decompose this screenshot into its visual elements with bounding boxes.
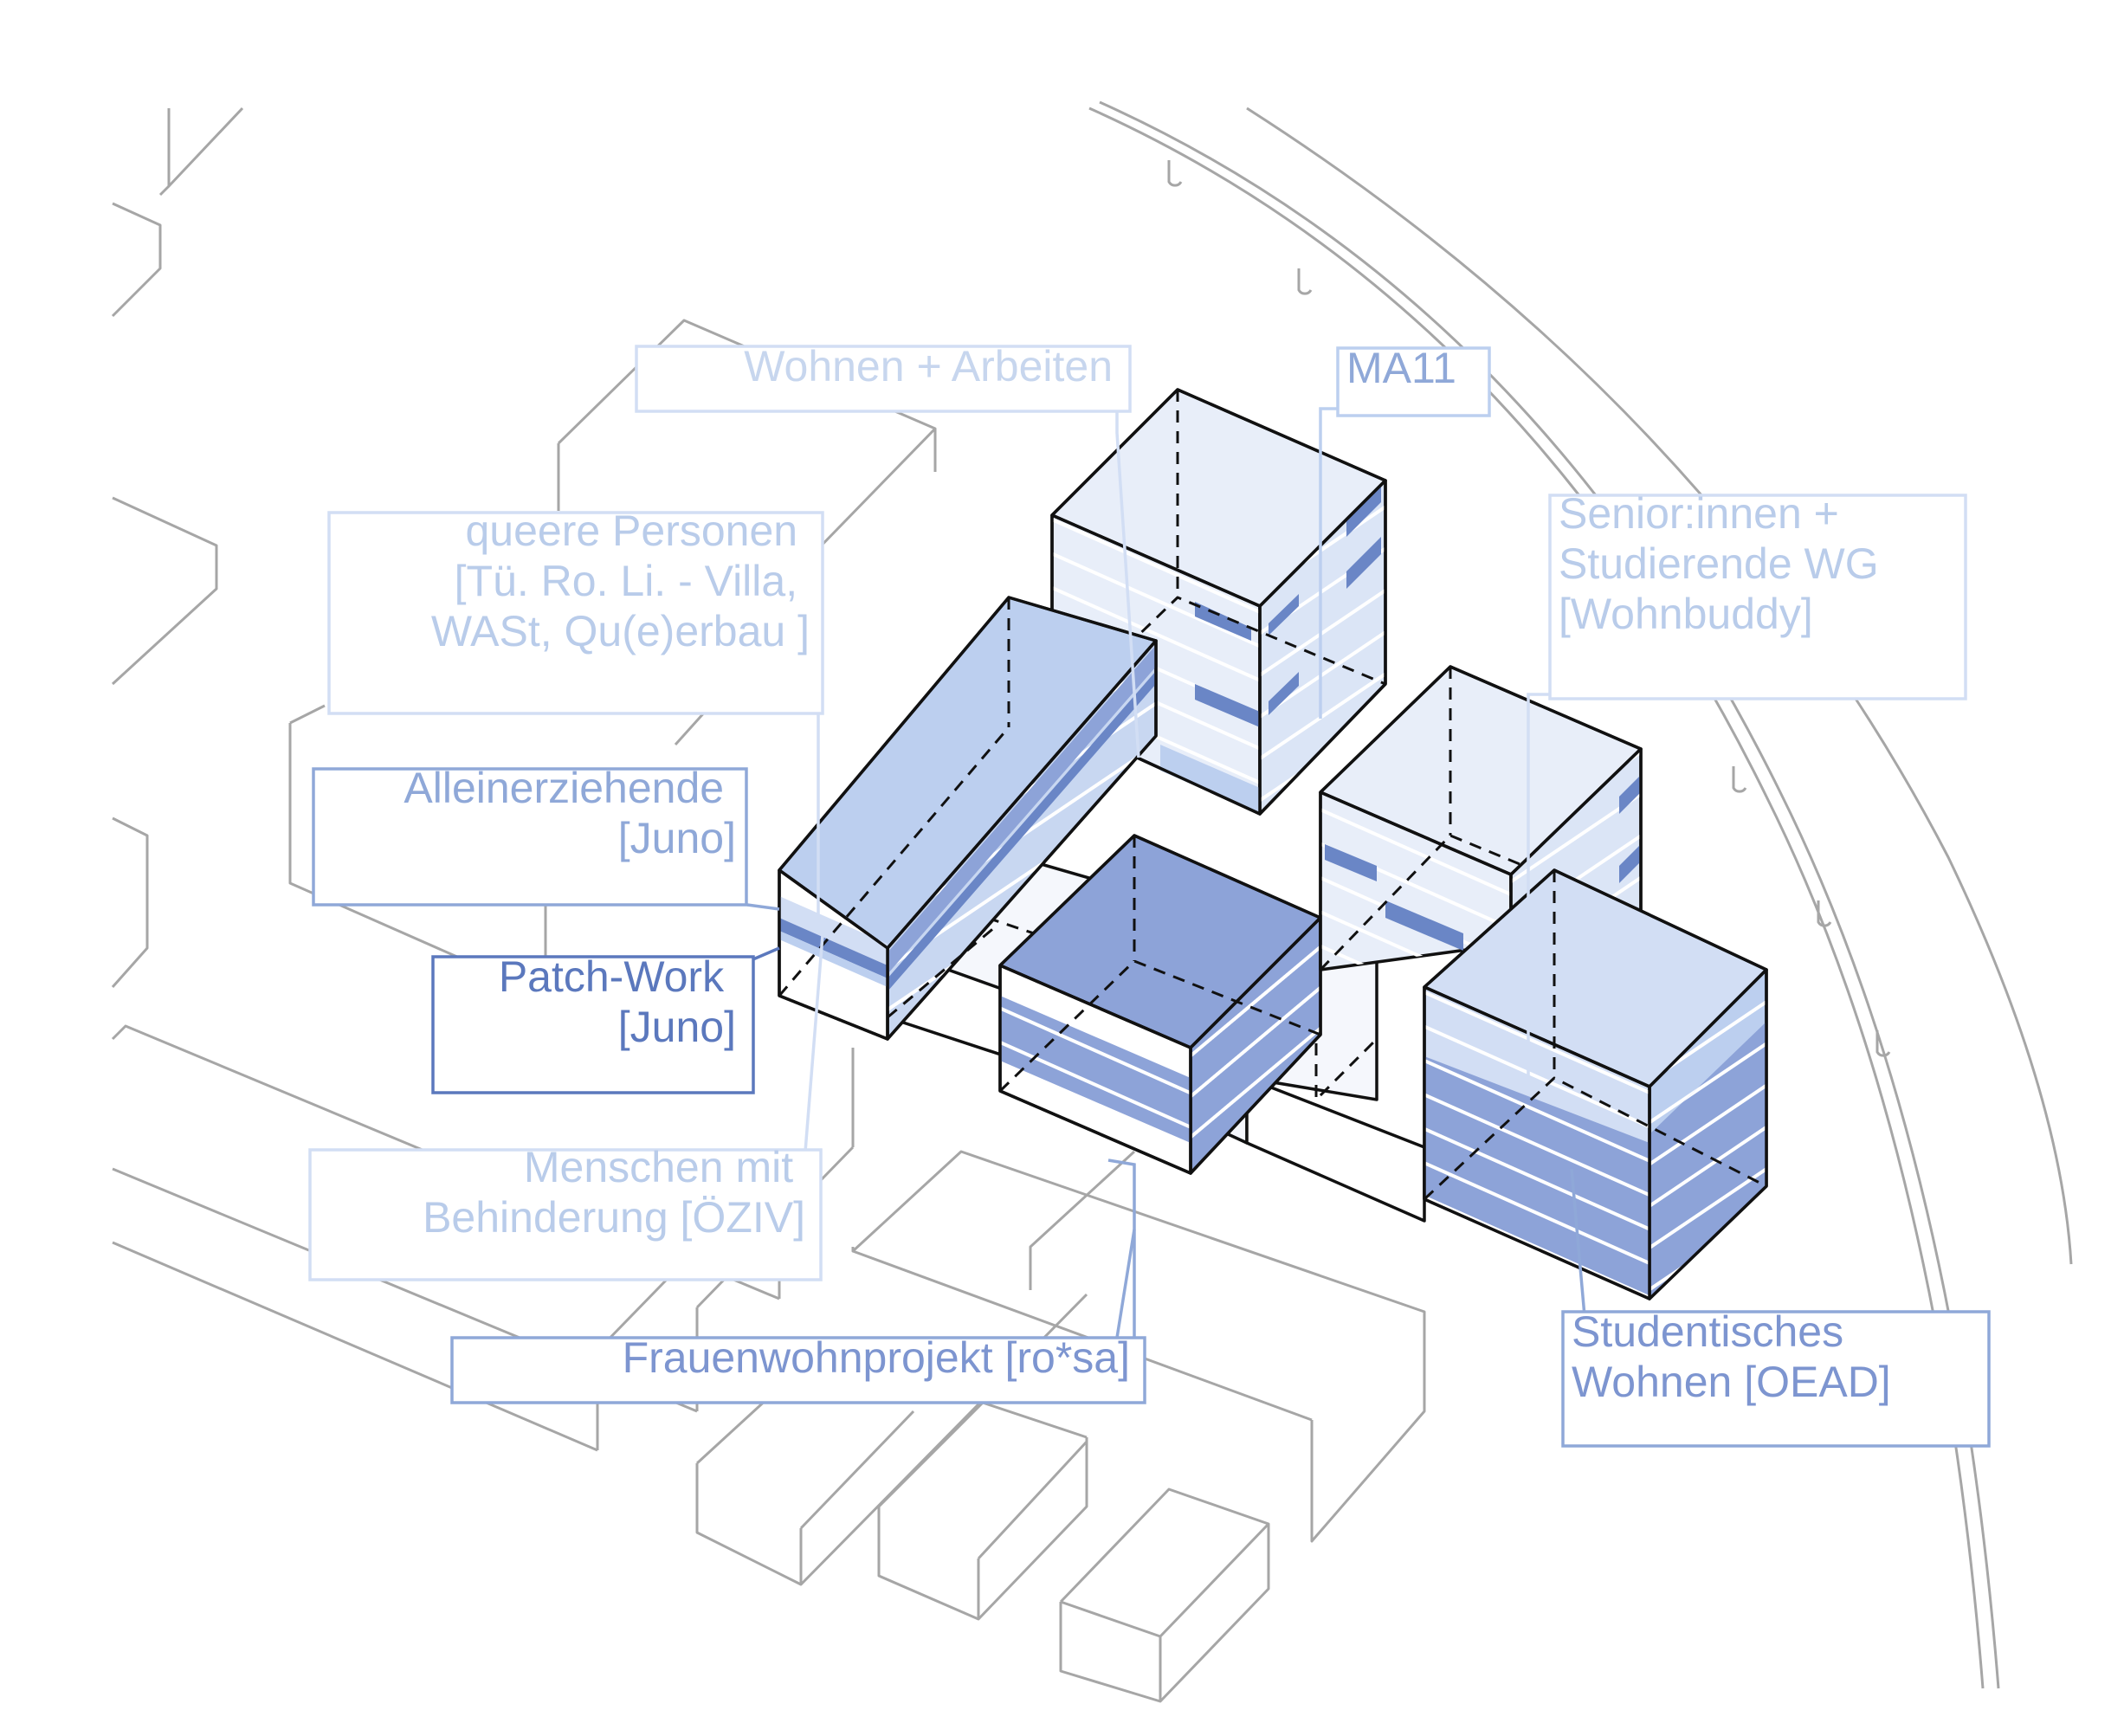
- label-behinderung-line-1: Menschen mit: [524, 1143, 793, 1191]
- rail-hook-2: [1297, 268, 1313, 295]
- label-patchwork-line-2: [Juno]: [618, 1003, 736, 1051]
- label-box-behinderung: [308, 1148, 823, 1281]
- label-senioren: Senior:innen + Studierende WG [Wohnbuddy…: [1559, 489, 1891, 638]
- leader-ma11: [1319, 407, 1338, 719]
- label-box-studentisch: [1561, 1310, 1991, 1448]
- label-queere: queere Personen [Tü. Ro. Li. - Villa, WA…: [431, 507, 810, 655]
- label-senioren-line-3: [Wohnbuddy]: [1559, 590, 1813, 638]
- leader-wohnen-arbeiten: [1115, 407, 1140, 758]
- leader-studentisch: [1570, 1168, 1586, 1317]
- label-senioren-line-2: Studierende WG: [1559, 539, 1879, 588]
- label-patchwork-line-1: Patch-Work: [499, 952, 725, 1001]
- leader-alleinerziehende: [746, 903, 780, 911]
- label-wohnen-arbeiten-line-1: Wohnen + Arbeiten: [744, 342, 1113, 390]
- building-studentisch: [1423, 868, 1768, 1300]
- label-studentisch-line-1: Studentisches: [1572, 1307, 1843, 1356]
- label-studentisch-line-2: Wohnen [OEAD]: [1572, 1358, 1891, 1406]
- callout-labels: Wohnen + Arbeiten MA11 Senior:innen + St…: [308, 342, 1991, 1448]
- building-long-slab: [778, 596, 1158, 1041]
- label-behinderung: Menschen mit Behinderung [ÖZIV]: [423, 1143, 805, 1242]
- label-queere-line-2: [Tü. Ro. Li. - Villa,: [455, 557, 797, 605]
- label-box-alleinerziehende: [312, 767, 748, 907]
- label-box-wohnen-arbeiten: [635, 345, 1132, 413]
- rail-hook-4: [1817, 900, 1832, 927]
- building-frauenwohnprojekt: [998, 834, 1322, 1175]
- label-box-ma11: [1336, 346, 1491, 417]
- label-alleinerziehende-line-1: Alleinerziehende: [403, 764, 724, 812]
- label-box-senioren: [1548, 494, 1967, 700]
- leader-senioren: [1527, 693, 1550, 1082]
- label-ma11: MA11: [1346, 344, 1456, 392]
- leader-frauen-b: [1115, 1229, 1136, 1339]
- rail-hook-3: [1732, 766, 1747, 793]
- label-ma11-line-1: MA11: [1346, 344, 1456, 392]
- label-wohnen-arbeiten: Wohnen + Arbeiten: [744, 342, 1113, 390]
- label-frauen-line-1: Frauenwohnprojekt [ro*sa]: [623, 1333, 1130, 1382]
- label-box-queere: [327, 511, 824, 715]
- label-queere-line-1: queere Personen: [465, 507, 797, 555]
- label-alleinerziehende: Alleinerziehende [Juno]: [403, 764, 736, 862]
- label-behinderung-line-2: Behinderung [ÖZIV]: [423, 1193, 805, 1242]
- label-alleinerziehende-line-2: [Juno]: [618, 814, 736, 862]
- label-box-frauen: [450, 1336, 1146, 1404]
- rail-arc-outer: [1246, 106, 2073, 1265]
- label-box-patchwork: [431, 955, 755, 1094]
- rail-hook-1: [1167, 160, 1183, 187]
- label-queere-line-3: WASt, Qu(e)erbau ]: [431, 607, 810, 655]
- label-studentisch: Studentisches Wohnen [OEAD]: [1572, 1307, 1891, 1406]
- housing-buildings: [778, 388, 1768, 1300]
- label-frauen: Frauenwohnprojekt [ro*sa]: [623, 1333, 1130, 1382]
- rail-hook-5: [1875, 1030, 1891, 1057]
- leader-frauen: [1107, 1158, 1136, 1338]
- label-senioren-line-1: Senior:innen +: [1559, 489, 1839, 538]
- leader-behinderung: [804, 934, 824, 1152]
- label-patchwork: Patch-Work [Juno]: [499, 952, 736, 1051]
